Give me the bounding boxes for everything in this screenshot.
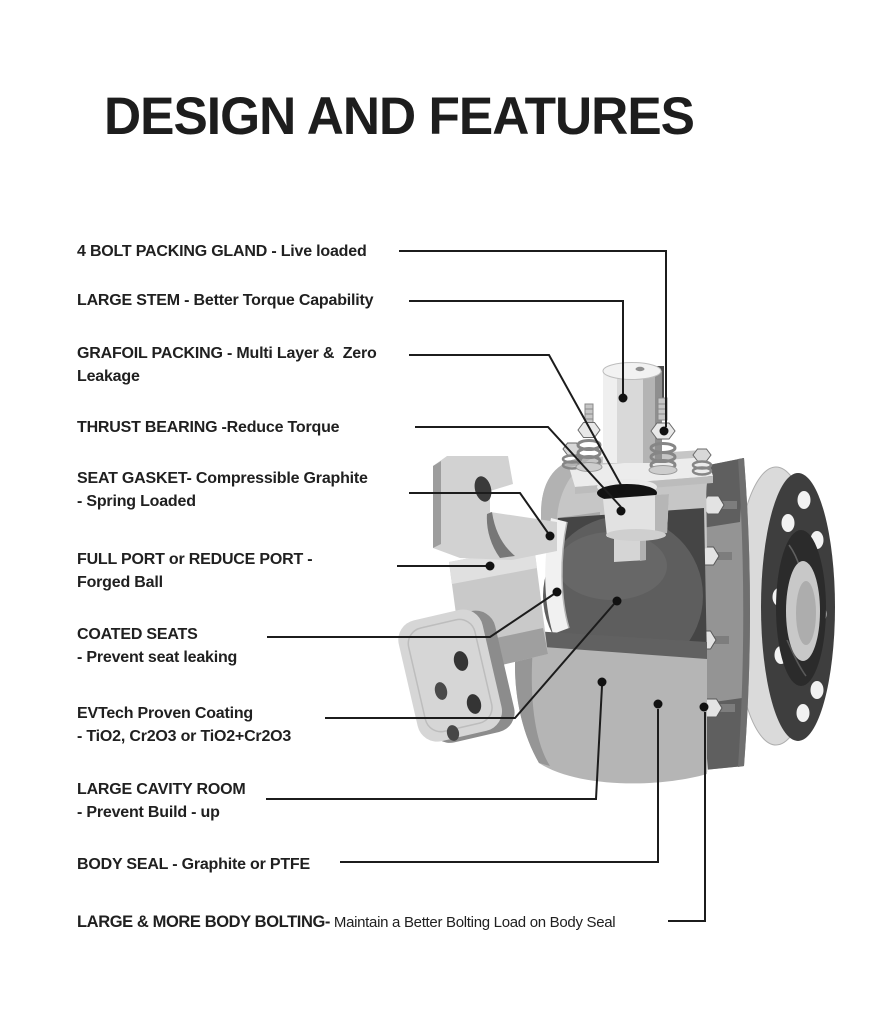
leader-dots bbox=[485, 393, 709, 712]
right-end-flange bbox=[733, 466, 835, 746]
label-thrust-bearing: THRUST BEARING -Reduce Torque bbox=[77, 419, 340, 436]
stem bbox=[602, 362, 664, 463]
label-full-port: FULL PORT or REDUCE PORT - Forged Ball bbox=[77, 551, 313, 591]
label-large-stem: LARGE STEM - Better Torque Capability bbox=[77, 292, 374, 309]
leader-lines bbox=[266, 250, 706, 922]
body-bolt bbox=[701, 495, 737, 515]
label-coated-seats: COATED SEATS - Prevent seat leaking bbox=[77, 626, 238, 666]
packing-assembly bbox=[569, 457, 713, 541]
label-large-cavity-room: LARGE CAVITY ROOM - Prevent Build - up bbox=[77, 781, 246, 821]
body-interior bbox=[543, 504, 707, 676]
label-seat-gasket: SEAT GASKET- Compressible Graphite - Spr… bbox=[77, 470, 368, 510]
left-flange bbox=[398, 609, 515, 743]
label-body-seal: BODY SEAL - Graphite or PTFE bbox=[77, 856, 310, 873]
label-evtech-coating: EVTech Proven Coating - TiO2, Cr2O3 or T… bbox=[77, 705, 292, 745]
label-body-bolting: LARGE & MORE BODY BOLTING- Maintain a Be… bbox=[77, 913, 616, 931]
label-4-bolt-packing-gland: 4 BOLT PACKING GLAND - Live loaded bbox=[77, 243, 367, 260]
mounting-bracket bbox=[433, 456, 557, 560]
page-title: DESIGN AND FEATURES bbox=[104, 87, 695, 146]
label-grafoil-packing: GRAFOIL PACKING - Multi Layer & Zero Lea… bbox=[77, 345, 377, 385]
